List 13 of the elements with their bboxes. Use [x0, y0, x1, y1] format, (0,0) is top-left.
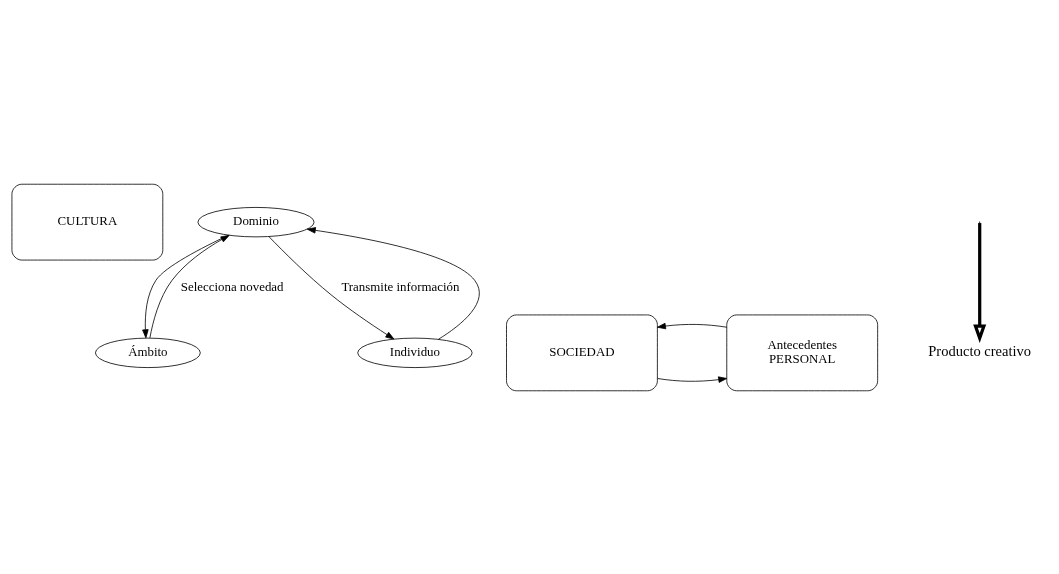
node-box: SOCIEDAD: [506, 314, 658, 391]
node-ellipse: Ámbito: [95, 337, 201, 368]
arrow: [973, 222, 987, 343]
node-ellipse: Individuo: [357, 337, 473, 368]
edge-label: Transmite información: [341, 279, 460, 294]
arrow: [268, 235, 395, 339]
node-box: CULTURA: [11, 183, 164, 260]
node-box: Antecedentes PERSONAL: [726, 314, 879, 391]
arrow: [306, 226, 480, 340]
arrow: [657, 375, 728, 383]
edge-label: Selecciona novedad: [180, 279, 284, 294]
node-text: Producto creativo: [928, 342, 1032, 359]
arrow: [657, 322, 728, 329]
